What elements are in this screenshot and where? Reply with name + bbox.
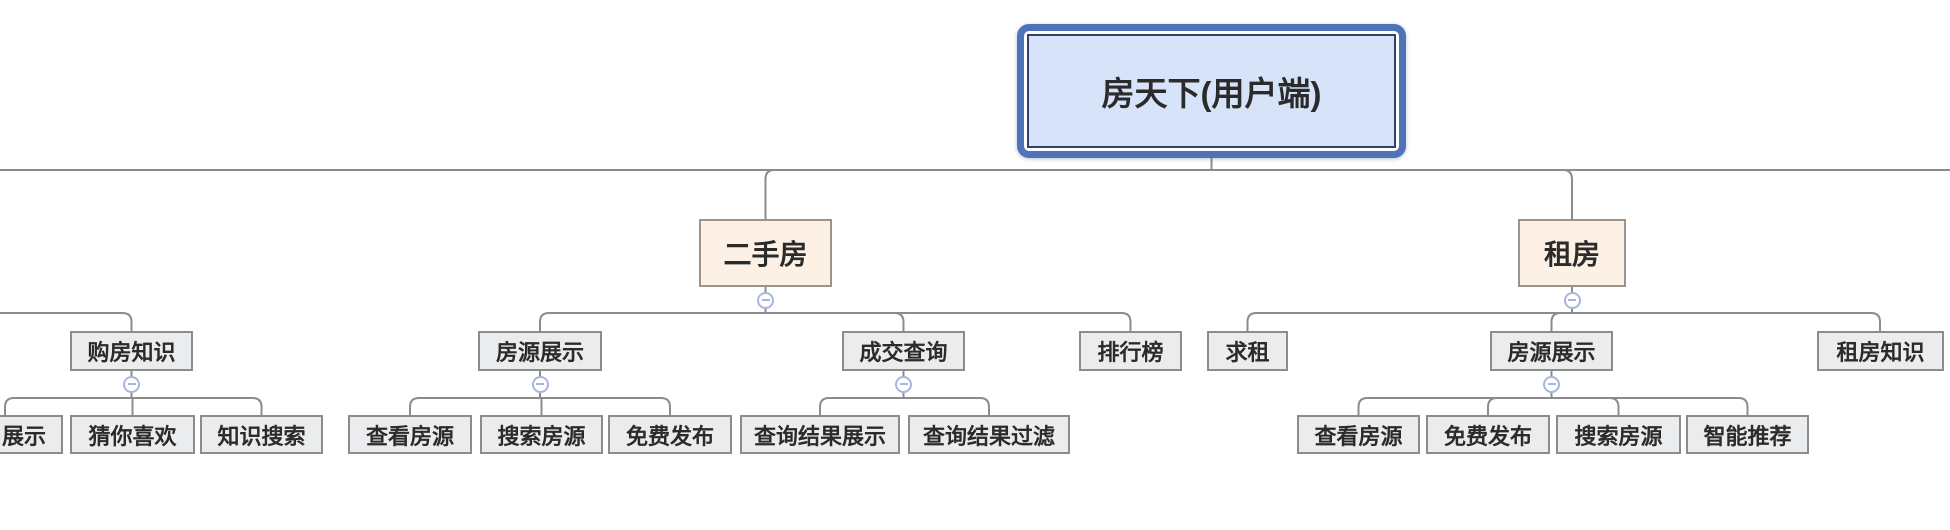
node-chengjiao-chaxun[interactable]: 成交查询 <box>842 331 965 371</box>
node-chakan-fangyuan-1[interactable]: 查看房源 <box>348 415 472 454</box>
node-goufang-zhishi[interactable]: 购房知识 <box>70 331 193 371</box>
node-zufang-zhishi[interactable]: 租房知识 <box>1817 331 1944 371</box>
root-node-label: 房天下(用户端) <box>1027 34 1396 148</box>
node-mianfei-fabu-1[interactable]: 免费发布 <box>608 415 732 454</box>
collapse-minus-icon-zufang[interactable] <box>1563 291 1581 309</box>
node-zhineng-tuijian[interactable]: 智能推荐 <box>1686 415 1809 454</box>
collapse-minus-icon-goufang-zhishi[interactable] <box>123 375 140 393</box>
node-ershoufang[interactable]: 二手房 <box>699 219 832 287</box>
node-fangyuan-zhanshi-1[interactable]: 房源展示 <box>478 331 602 371</box>
collapse-minus-icon-fangyuan-zhanshi-1[interactable] <box>531 375 549 393</box>
node-zhanshi-clipped[interactable]: 展示 <box>0 415 63 454</box>
node-sousuo-fangyuan-2[interactable]: 搜索房源 <box>1556 415 1681 454</box>
collapse-minus-icon-fangyuan-zhanshi-2[interactable] <box>1543 375 1560 393</box>
node-fangyuan-zhanshi-2[interactable]: 房源展示 <box>1490 331 1613 371</box>
collapse-minus-icon-chengjiao-chaxun[interactable] <box>895 375 912 393</box>
node-sousuo-fangyuan-1[interactable]: 搜索房源 <box>480 415 603 454</box>
node-zufang[interactable]: 租房 <box>1518 219 1626 287</box>
node-cainixihuan[interactable]: 猜你喜欢 <box>70 415 195 454</box>
node-chakan-fangyuan-2[interactable]: 查看房源 <box>1297 415 1420 454</box>
collapse-minus-icon-ershoufang[interactable] <box>757 291 774 309</box>
node-chaxun-jieguo-guolv[interactable]: 查询结果过滤 <box>908 415 1070 454</box>
node-zhishi-sousuo[interactable]: 知识搜索 <box>200 415 323 454</box>
root-node[interactable]: 房天下(用户端) <box>1017 24 1406 158</box>
node-chaxun-jieguo-zhanshi[interactable]: 查询结果展示 <box>740 415 900 454</box>
node-qiuzu[interactable]: 求租 <box>1207 331 1288 371</box>
node-mianfei-fabu-2[interactable]: 免费发布 <box>1426 415 1550 454</box>
node-paihangbang[interactable]: 排行榜 <box>1079 331 1182 371</box>
